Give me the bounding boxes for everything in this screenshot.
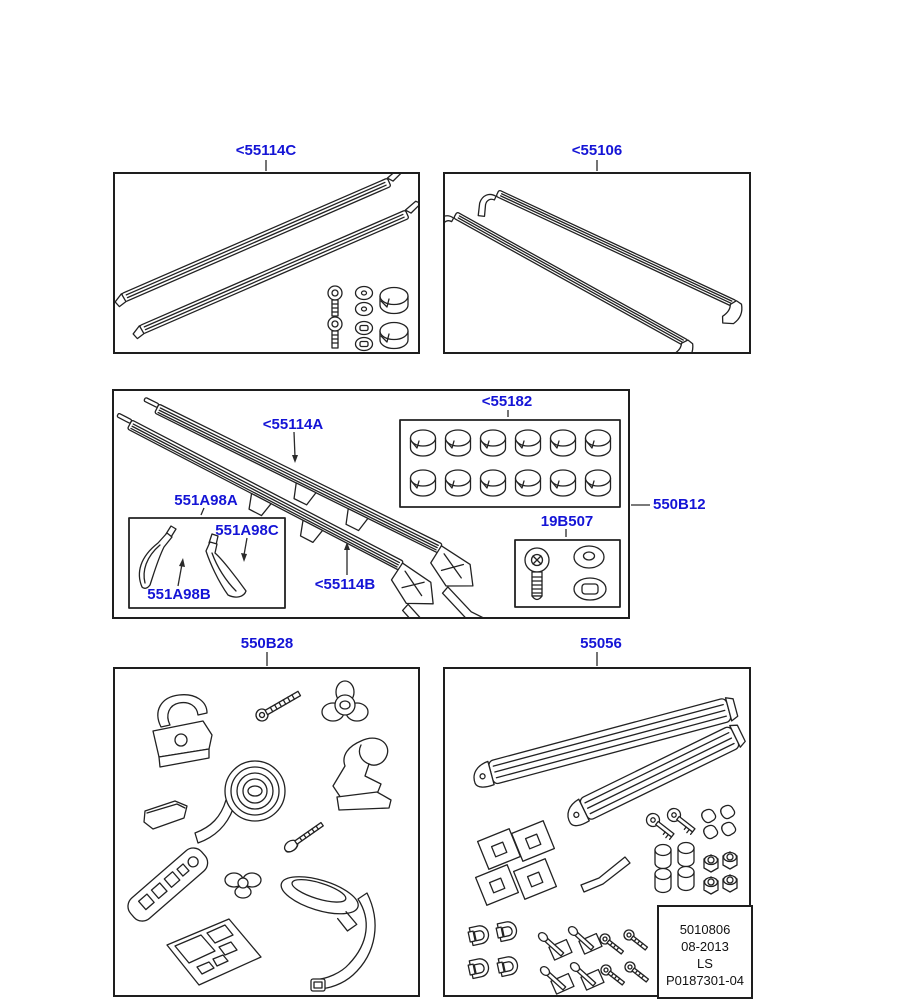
screw-icon xyxy=(524,547,550,601)
plate-bolt-icon xyxy=(567,925,603,955)
plate-number: P0187301-04 xyxy=(665,973,745,988)
part-label-550b28[interactable]: 550B28 xyxy=(240,635,294,652)
clip-icon xyxy=(467,925,490,947)
key-icon xyxy=(666,807,696,835)
nut-icon xyxy=(722,874,738,893)
finisher-right-drawing xyxy=(205,533,247,598)
key-icon xyxy=(645,812,675,840)
ski-carrier-drawing xyxy=(467,697,746,995)
roof-rails-drawing xyxy=(115,174,418,352)
bolt-icon xyxy=(327,285,343,349)
fitting-kit-drawing xyxy=(127,680,392,992)
washer-icon xyxy=(354,285,374,352)
bracket-plate-icon xyxy=(127,847,209,922)
spacer-icon xyxy=(677,841,695,868)
screw-icon xyxy=(623,929,649,951)
allen-key-icon xyxy=(580,856,631,893)
screw-icon xyxy=(624,961,650,983)
small-knob-icon xyxy=(224,872,262,899)
nut-icon xyxy=(722,851,738,870)
clamp-bracket-icon xyxy=(152,694,213,768)
revision-date: 08-2013 xyxy=(681,939,729,954)
market-code: LS xyxy=(697,956,713,971)
foot-pad-icon xyxy=(280,876,359,932)
drawing-number: 5010806 xyxy=(679,922,731,937)
part-label-55056[interactable]: 55056 xyxy=(580,635,622,652)
ski-carrier-bar-icon xyxy=(473,697,739,788)
mount-plate-icon xyxy=(474,864,520,906)
clamp-arm-icon xyxy=(332,737,392,811)
nut-icon xyxy=(703,876,719,895)
part-label-55106[interactable]: <55106 xyxy=(571,142,623,159)
spacer-icon xyxy=(654,867,672,894)
pad-clip-icon xyxy=(701,804,737,840)
clip-icon xyxy=(495,921,518,943)
strap-icon xyxy=(310,892,376,992)
carriage-bolt-icon xyxy=(283,821,324,853)
retainer-icon xyxy=(573,577,607,601)
instruction-sheet-icon xyxy=(166,918,262,986)
mount-plate-icon xyxy=(476,828,522,870)
screw-icon xyxy=(599,933,625,955)
cross-bars-drawing xyxy=(445,190,743,352)
spacer-icon xyxy=(677,865,695,892)
tape-roll-icon xyxy=(194,760,286,844)
mount-plate-icon xyxy=(512,858,558,900)
washer-icon xyxy=(573,545,605,569)
part-label-55182[interactable]: <55182 xyxy=(481,393,533,410)
spacer-icon xyxy=(654,843,672,870)
revision-info-box: 5010806 08-2013 LS P0187301-04 xyxy=(657,905,753,999)
screw-icon xyxy=(600,964,626,986)
panel-roof-rail-kit xyxy=(113,172,420,354)
plate-bolt-icon xyxy=(537,931,573,961)
part-label-550b12[interactable]: 550B12 xyxy=(653,496,706,513)
panel-cross-bar-kit xyxy=(443,172,751,354)
plate-bolt-icon xyxy=(539,965,575,995)
part-label-19b507[interactable]: 19B507 xyxy=(540,513,594,530)
wing-knob-icon xyxy=(321,680,369,722)
cap-icon xyxy=(379,286,409,350)
part-label-551a98c[interactable]: 551A98C xyxy=(215,522,279,539)
part-label-55114a[interactable]: <55114A xyxy=(262,416,324,433)
panel-rail-assembly xyxy=(112,389,630,619)
part-label-551a98a[interactable]: 551A98A xyxy=(174,492,238,509)
pad-icon xyxy=(143,800,188,830)
nut-icon xyxy=(703,854,719,873)
rail-assembly-drawing xyxy=(116,397,621,617)
part-label-551a98b[interactable]: 551A98B xyxy=(147,586,211,603)
part-label-55114c[interactable]: <55114C xyxy=(235,142,297,159)
clip-icon xyxy=(496,956,519,978)
clip-icon xyxy=(467,958,490,980)
panel-fitting-kit xyxy=(113,667,420,997)
part-label-55114b[interactable]: <55114B xyxy=(314,576,376,593)
ski-carrier-bar-icon xyxy=(567,724,746,827)
cap-set-box xyxy=(399,419,621,508)
finisher-left-drawing xyxy=(138,525,177,589)
mount-plate-icon xyxy=(510,820,556,862)
plate-bolt-icon xyxy=(569,961,605,991)
bolt-icon xyxy=(255,690,302,722)
